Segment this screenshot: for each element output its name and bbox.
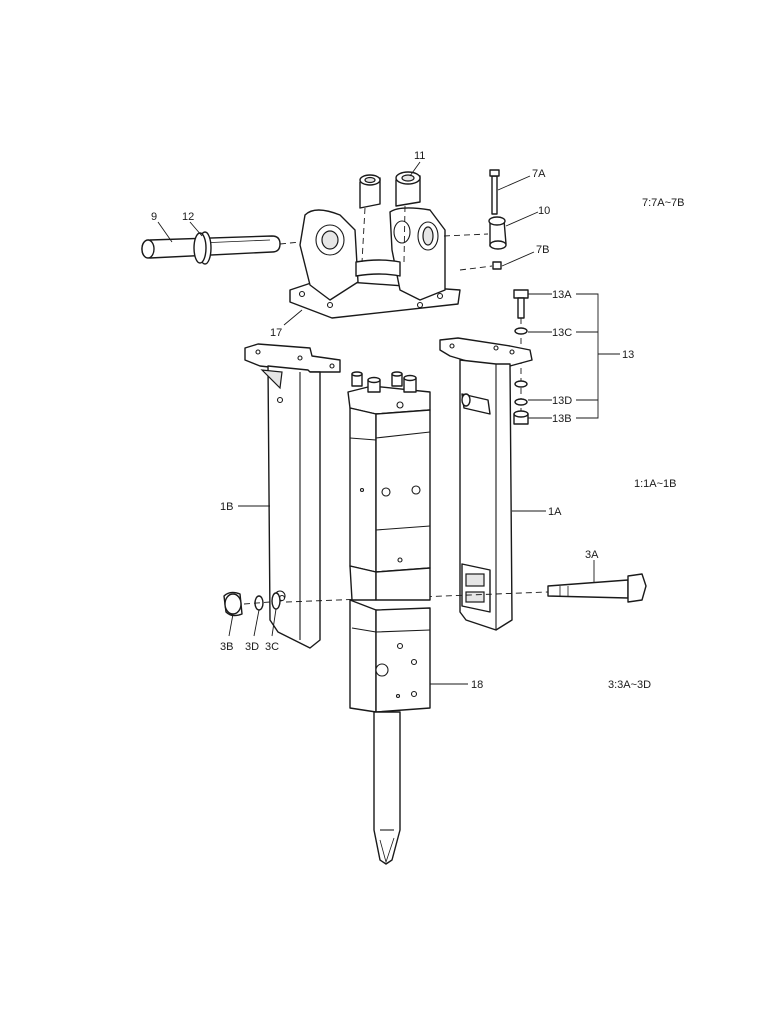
- label-3A: 3A: [585, 549, 599, 561]
- part-labels: 9 12 11 7A 10 7B 17 13A 13C 13 13D 13B 1…: [151, 150, 634, 691]
- nut-7B: [459, 261, 502, 271]
- group-label-3: 3:3A~3D: [608, 679, 651, 691]
- label-9: 9: [151, 211, 157, 223]
- group-legend: 7:7A~7B 1:1A~1B 3:3A~3D: [608, 197, 685, 691]
- nut-13B: [513, 410, 529, 425]
- side-plate-1B: [244, 343, 341, 649]
- group-label-1: 1:1A~1B: [634, 478, 677, 490]
- label-17: 17: [270, 327, 282, 339]
- cap-nut-3B: [223, 591, 243, 617]
- label-3B: 3B: [220, 641, 233, 653]
- breaker-body-18: [347, 371, 431, 865]
- label-13B: 13B: [552, 413, 572, 425]
- label-1B: 1B: [220, 501, 233, 513]
- label-13: 13: [622, 349, 634, 361]
- collar-12: [193, 231, 212, 265]
- bolt-3A: [547, 573, 647, 603]
- label-13A: 13A: [552, 289, 572, 301]
- washer-13C: [514, 327, 528, 335]
- group-label-7: 7:7A~7B: [642, 197, 685, 209]
- washer-13D: [514, 380, 528, 406]
- label-13D: 13D: [552, 395, 572, 407]
- bracket-11: [289, 171, 461, 319]
- bushing-10: [488, 216, 507, 250]
- label-7A: 7A: [532, 168, 546, 180]
- label-7B: 7B: [536, 244, 549, 256]
- label-13C: 13C: [552, 327, 572, 339]
- axis-3B: [243, 601, 271, 605]
- washer-3C: [271, 592, 281, 610]
- label-11: 11: [414, 150, 425, 162]
- axis-bushing: [443, 233, 489, 237]
- label-3C: 3C: [265, 641, 279, 653]
- leader-lines: [157, 161, 620, 685]
- label-18: 18: [471, 679, 483, 691]
- label-3D: 3D: [245, 641, 259, 653]
- side-plate-1A: [439, 337, 533, 631]
- label-10: 10: [538, 205, 550, 217]
- bolt-7A: [489, 169, 500, 215]
- label-1A: 1A: [548, 506, 562, 518]
- label-12: 12: [182, 211, 194, 223]
